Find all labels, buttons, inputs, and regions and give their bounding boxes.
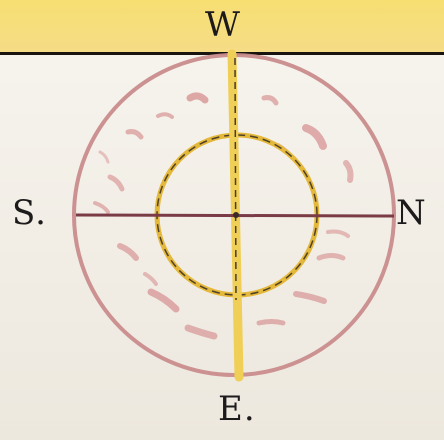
east-label: E. [218,392,256,426]
center-point [233,212,239,218]
north-label: N [396,196,427,230]
west-dashed-line [235,58,236,300]
west-label: W [205,8,241,42]
south-label: S. [12,196,47,230]
